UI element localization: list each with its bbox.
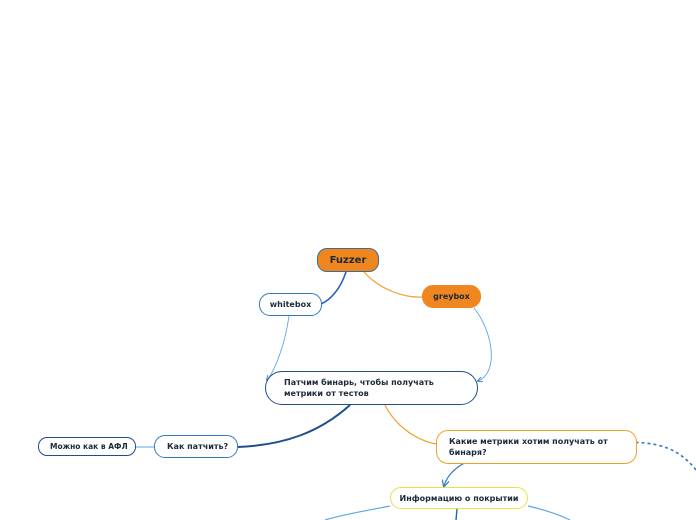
node-which-metrics-label: Какие метрики хотим получать от бинаря? <box>449 437 608 457</box>
connector-coverage-left-child <box>324 505 391 520</box>
connector-greybox-patch <box>473 307 492 381</box>
node-how-patch-label: Как патчить? <box>167 442 229 451</box>
connector-fuzzer-greybox <box>363 271 423 298</box>
node-like-afl-label: Можно как в АФЛ <box>50 442 128 451</box>
node-whitebox[interactable]: whitebox <box>259 293 322 316</box>
connector-coverage-right-child <box>527 505 571 520</box>
node-coverage-info-label: Информацию о покрытии <box>399 493 519 503</box>
node-which-metrics[interactable]: Какие метрики хотим получать от бинаря? <box>436 430 637 464</box>
node-greybox-label: greybox <box>433 292 470 301</box>
node-patch-binary-label: Патчим бинарь, чтобы получать метрики от… <box>284 378 434 398</box>
node-coverage-info[interactable]: Информацию о покрытии <box>390 487 528 509</box>
node-fuzzer-label: Fuzzer <box>329 254 367 266</box>
node-whitebox-label: whitebox <box>269 300 312 309</box>
connector-patch-howpatch <box>237 404 351 448</box>
node-how-patch[interactable]: Как патчить? <box>154 435 238 458</box>
connector-patch-metrics <box>384 404 437 445</box>
connector-fuzzer-whitebox <box>320 271 347 305</box>
node-patch-binary[interactable]: Патчим бинарь, чтобы получать метрики от… <box>265 371 478 405</box>
node-fuzzer[interactable]: Fuzzer <box>317 248 379 272</box>
node-greybox[interactable]: greybox <box>422 285 481 308</box>
connector-coverage-mid-child <box>455 508 458 520</box>
node-like-afl[interactable]: Можно как в АФЛ <box>38 437 136 456</box>
